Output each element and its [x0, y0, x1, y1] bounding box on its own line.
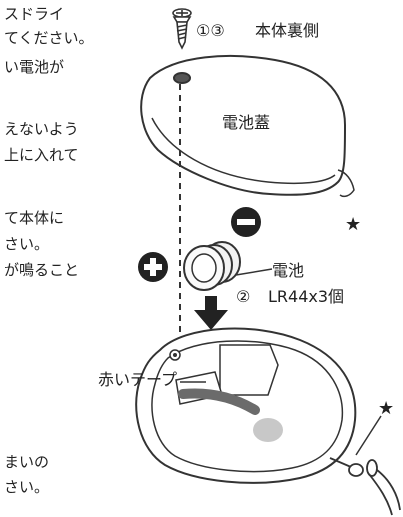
red-tape-label: 赤いテープ — [98, 370, 177, 389]
plus-icon — [138, 252, 168, 282]
instruction-line: てください。 — [4, 29, 94, 47]
battery-type-label: LR44x3個 — [268, 287, 344, 306]
battery-cover-label: 電池蓋 — [222, 113, 270, 132]
instruction-line: さい。 — [4, 235, 50, 253]
minus-icon — [231, 207, 261, 237]
battery-cover — [140, 55, 355, 198]
screw-steps-label: ①③ — [196, 21, 225, 40]
instruction-line: 上に入れて — [4, 146, 79, 164]
battery-label: 電池 — [272, 261, 304, 280]
keyring — [329, 457, 401, 516]
instruction-line: て本体に — [4, 209, 65, 227]
instruction-line: スドライ — [4, 5, 65, 23]
battery-stack — [183, 241, 241, 291]
instruction-line: まいの — [4, 453, 50, 471]
star-leader-line — [355, 415, 382, 456]
battery-step-label: ② — [236, 287, 250, 306]
star-icon: ★ — [378, 398, 394, 419]
instruction-line: えないよう — [4, 120, 79, 138]
instruction-line: さい。 — [4, 478, 50, 496]
star-icon: ★ — [345, 214, 361, 235]
instruction-line: い電池が — [4, 58, 65, 76]
instruction-line: が鳴ること — [4, 261, 80, 279]
device-body — [135, 327, 357, 484]
battery-leader-line — [235, 268, 273, 276]
back-side-label: 本体裏側 — [255, 21, 319, 40]
down-arrow-icon — [194, 296, 228, 330]
screw-icon — [172, 8, 192, 50]
